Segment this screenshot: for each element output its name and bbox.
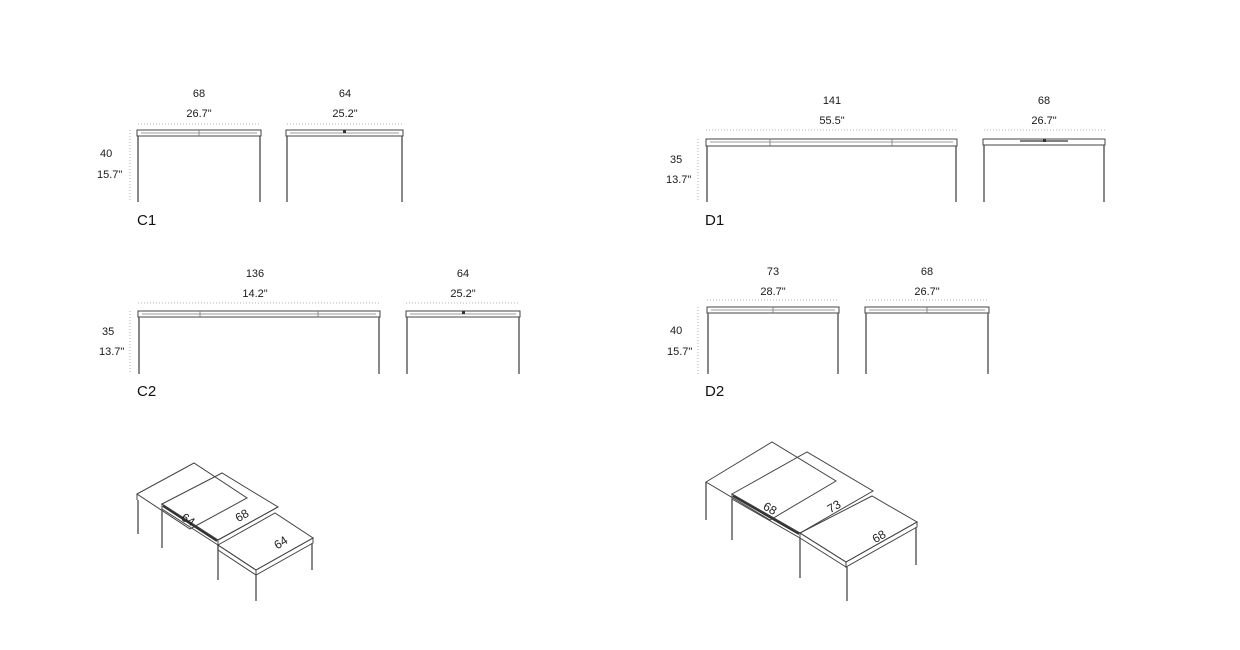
height-in-label: 13.7" <box>666 174 691 186</box>
table-b-elevation <box>285 129 404 202</box>
iso-back-table <box>136 462 248 534</box>
height-in-label: 13.7" <box>99 346 124 358</box>
table-a-width-in-label: 14.2" <box>242 288 267 300</box>
table-b-width-in-label: 25.2" <box>450 288 475 300</box>
table-b-width-in-label: 26.7" <box>1031 115 1056 127</box>
table-a-width-cm-label: 136 <box>246 268 264 280</box>
table-b-elevation <box>405 310 521 374</box>
iso-label-1: 68 <box>761 499 780 518</box>
model-label: C2 <box>137 383 156 400</box>
table-b-width-cm-label: 64 <box>339 88 351 100</box>
table-b-width-in-label: 26.7" <box>914 286 939 298</box>
table-a-elevation <box>705 138 958 202</box>
table-a-elevation <box>136 129 262 202</box>
isometric-view-d: 68 73 68 <box>705 441 919 601</box>
model-label: D2 <box>705 383 724 400</box>
iso-label-2: 68 <box>233 506 252 525</box>
table-b-width-cm-label: 64 <box>457 268 469 280</box>
iso-front-table: 68 <box>798 495 919 601</box>
height-cm-label: 35 <box>102 326 114 338</box>
group-c1: 40 15.7" 68 26.7" 64 25.2" C1 <box>97 88 404 229</box>
table-a-width-in-label: 55.5" <box>819 115 844 127</box>
table-a-width-cm-label: 141 <box>823 95 841 107</box>
group-c2: 35 13.7" 136 14.2" 64 25.2" C2 <box>99 268 521 400</box>
table-a-width-in-label: 26.7" <box>186 108 211 120</box>
table-a-width-cm-label: 73 <box>767 266 779 278</box>
group-d1: 35 13.7" 141 55.5" 68 26.7" D1 <box>666 95 1106 229</box>
table-a-elevation <box>137 310 381 374</box>
height-cm-label: 35 <box>670 154 682 166</box>
table-a-elevation <box>706 306 840 374</box>
table-b-width-cm-label: 68 <box>1038 95 1050 107</box>
isometric-view-c: 64 68 64 <box>136 462 314 601</box>
iso-label-2: 73 <box>825 497 844 516</box>
height-in-label: 15.7" <box>97 169 122 181</box>
height-cm-label: 40 <box>100 148 112 160</box>
table-a-width-cm-label: 68 <box>193 88 205 100</box>
height-in-label: 15.7" <box>667 346 692 358</box>
table-a-width-in-label: 28.7" <box>760 286 785 298</box>
model-label: C1 <box>137 212 156 229</box>
iso-label-3: 68 <box>870 527 889 546</box>
iso-front-table: 64 <box>217 512 314 601</box>
iso-back-table <box>705 441 837 521</box>
table-b-width-cm-label: 68 <box>921 266 933 278</box>
iso-middle-table: 64 68 <box>161 472 279 580</box>
model-label: D1 <box>705 212 724 229</box>
iso-label-3: 64 <box>271 533 290 552</box>
table-b-width-in-label: 25.2" <box>332 108 357 120</box>
height-cm-label: 40 <box>670 325 682 337</box>
table-b-elevation <box>864 306 990 374</box>
table-b-elevation <box>982 138 1106 202</box>
group-d2: 40 15.7" 73 28.7" 68 26.7" D2 <box>667 266 990 400</box>
